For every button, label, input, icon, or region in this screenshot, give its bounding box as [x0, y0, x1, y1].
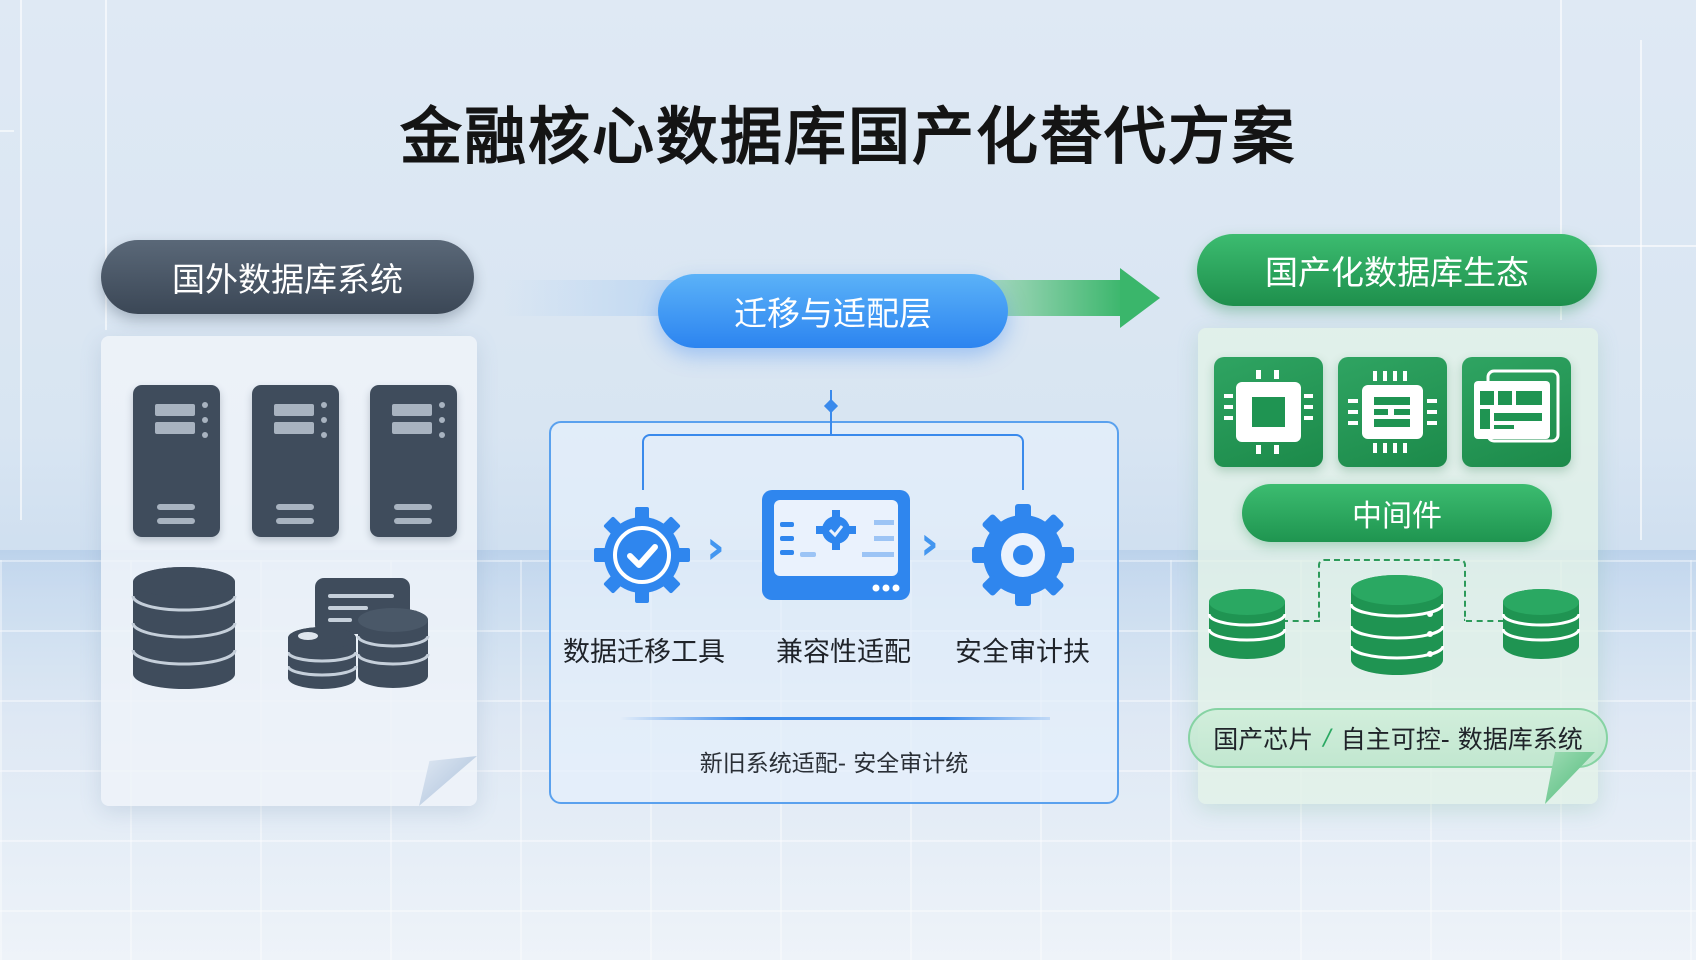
page-title: 金融核心数据库国产化替代方案 — [399, 100, 1296, 173]
page-fold — [419, 756, 477, 806]
flow-arrow-body — [990, 280, 1125, 316]
connector-node — [823, 398, 839, 414]
link-icon: / — [1323, 725, 1331, 751]
chevron-right-icon: › — [920, 516, 939, 570]
database-icon — [1502, 589, 1580, 659]
middleware-label: 中间件 — [1242, 484, 1552, 542]
chevron-right-icon: › — [706, 520, 725, 574]
migration-caption: 新旧系统适配- 安全审计统 — [699, 751, 969, 777]
domestic-db-header: 国产化数据库生态 — [1197, 234, 1597, 306]
step-label-compatibility: 兼容性适配 — [776, 637, 911, 668]
step-label-data-migration: 数据迁移工具 — [563, 637, 725, 668]
dashed-connector — [1318, 559, 1466, 621]
domestic-caption-left: 国产芯片 — [1213, 725, 1314, 754]
divider — [620, 717, 1050, 720]
server-icon — [370, 385, 457, 537]
dashed-connector — [1282, 620, 1320, 622]
monitor-gear-icon — [762, 490, 910, 600]
domestic-caption: 国产芯片 / 自主可控- 数据库系统 — [1188, 708, 1608, 768]
arrow-right-icon — [1120, 268, 1160, 328]
database-icon — [1208, 589, 1286, 659]
board-icon — [1462, 357, 1571, 467]
database-cluster-icon — [288, 578, 430, 689]
cpu-chip-icon — [1214, 357, 1323, 467]
step-label-security-audit: 安全审计扶 — [955, 637, 1090, 668]
server-icon — [252, 385, 339, 537]
domestic-caption-right: 自主可控- 数据库系统 — [1340, 725, 1583, 754]
server-icon — [133, 385, 220, 537]
database-stack-icon — [131, 567, 237, 689]
gear-icon — [972, 504, 1074, 606]
database-icon — [1350, 575, 1444, 675]
processor-icon — [1338, 357, 1447, 467]
gear-check-icon — [594, 507, 690, 603]
connector-bracket — [642, 434, 1024, 490]
migration-layer-header: 迁移与适配层 — [658, 274, 1008, 348]
dashed-connector — [1466, 620, 1504, 622]
foreign-db-header: 国外数据库系统 — [101, 240, 474, 314]
